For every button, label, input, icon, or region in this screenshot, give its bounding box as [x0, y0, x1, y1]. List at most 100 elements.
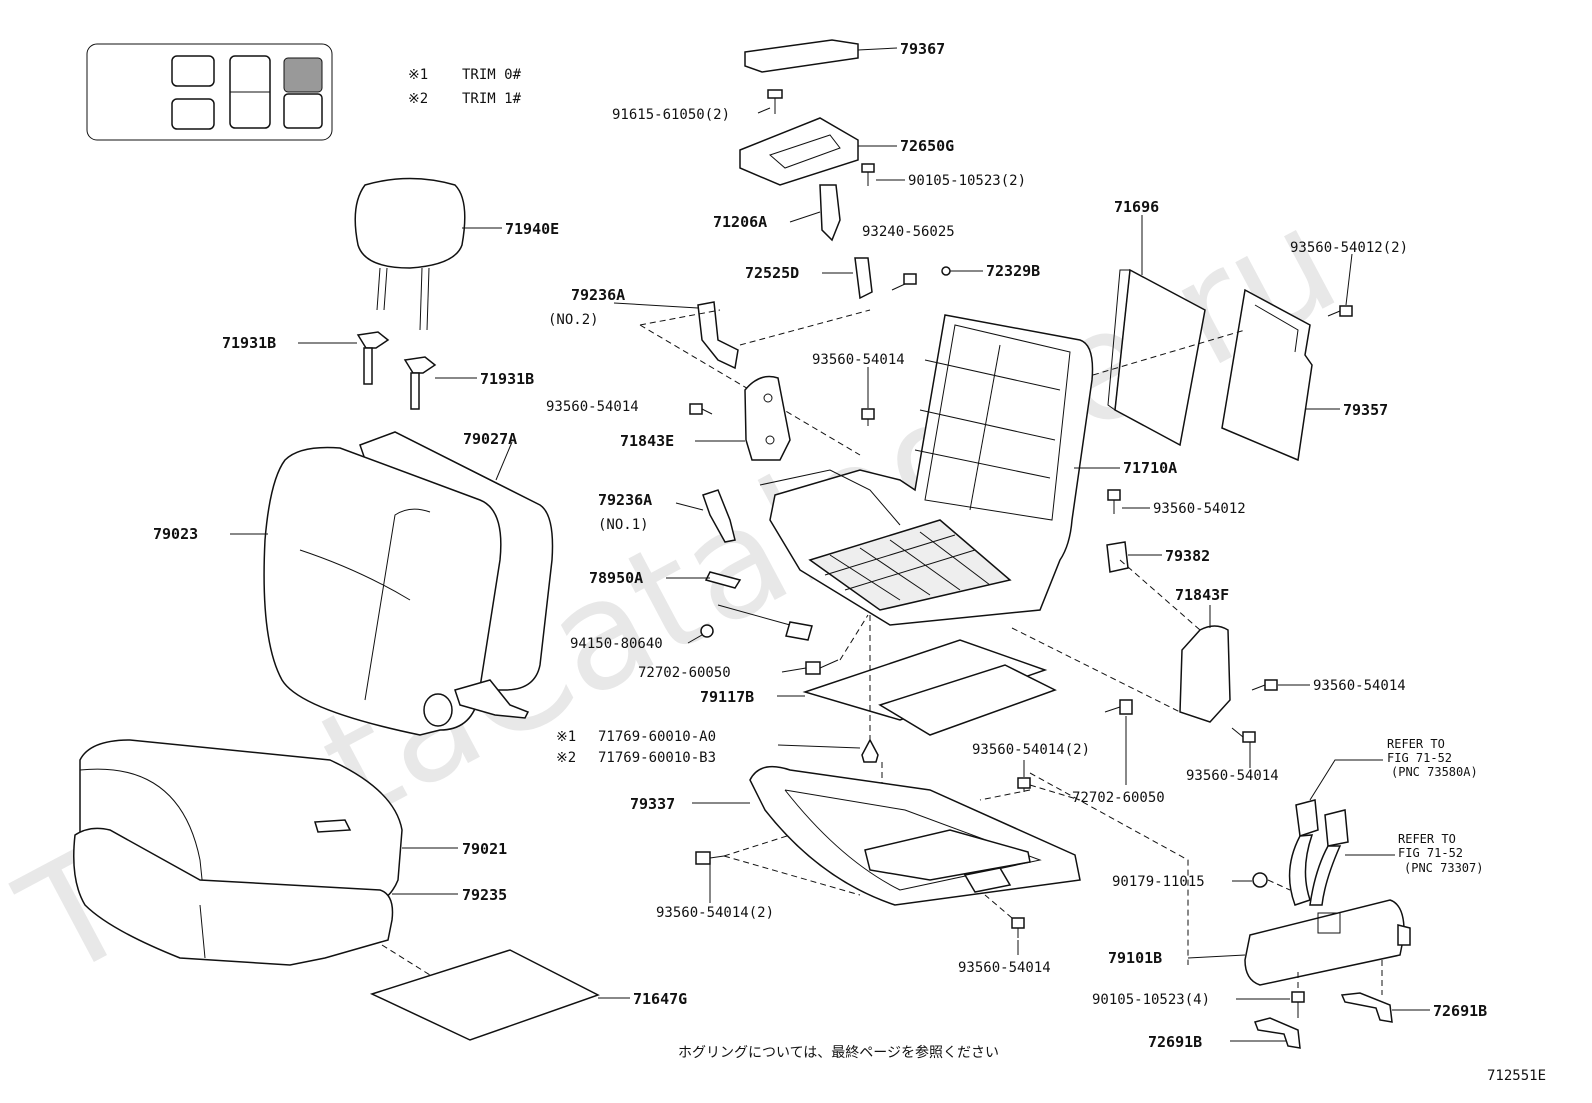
label-72691B-a: 72691B — [1433, 1002, 1487, 1020]
label-93560-54014-2-b: 93560-54014(2) — [656, 905, 774, 921]
refer1-line3: (PNC 73580A) — [1391, 765, 1478, 779]
label-79382: 79382 — [1165, 547, 1210, 565]
screw-93560-54014-b — [861, 408, 875, 426]
bolt-90105-b — [1291, 991, 1305, 1012]
label-72329B: 72329B — [986, 262, 1040, 280]
refer2-line1: REFER TO — [1398, 832, 1456, 846]
screw-93560-54012-2 — [1327, 305, 1353, 317]
hinge-71206A — [819, 184, 841, 242]
screw-93560-54014-d — [1231, 727, 1256, 743]
screw-93560-54014-2b — [695, 851, 725, 865]
headrest-support-71931B-b — [403, 356, 437, 410]
lever-72525D — [854, 257, 873, 300]
headrest-71940E — [354, 177, 466, 331]
legend-note1-text: TRIM 0# — [462, 67, 522, 83]
label-71940E: 71940E — [505, 220, 559, 238]
refer2-line2: FIG 71-52 — [1398, 846, 1463, 860]
screw-93560-54014-e — [1011, 917, 1025, 938]
label-93560-54014-c: 93560-54014 — [1313, 678, 1406, 694]
label-93560-54012-2: 93560-54012(2) — [1290, 240, 1408, 256]
label-no2: (NO.2) — [548, 312, 599, 328]
label-79236A-no1: 79236A — [598, 491, 652, 509]
console-bracket-72650G — [739, 117, 859, 186]
seat-frame-71710A — [759, 314, 1094, 626]
label-71769-60010-A0: 71769-60010-A0 — [598, 729, 716, 745]
label-71710A: 71710A — [1123, 459, 1177, 477]
label-90105-10523-4: 90105-10523(4) — [1092, 992, 1210, 1008]
refer1-line2: FIG 71-52 — [1387, 751, 1452, 765]
headrest-support-71931B-a — [356, 331, 390, 385]
label-93240-56025: 93240-56025 — [862, 224, 955, 240]
mark-1: ※1 — [556, 729, 576, 745]
label-72702-60050-b: 72702-60050 — [1072, 790, 1165, 806]
bolt-72702-b — [1104, 699, 1133, 715]
hinge-cover-71843F — [1179, 625, 1231, 723]
label-71843F: 71843F — [1175, 586, 1229, 604]
screw-93560-54014-2a — [1017, 777, 1031, 792]
label-90179-11015: 90179-11015 — [1112, 874, 1205, 890]
label-71931B-a: 71931B — [222, 334, 276, 352]
armrest-cover-part — [744, 39, 859, 73]
label-no1: (NO.1) — [598, 517, 649, 533]
bracket-72691B-b — [1254, 1017, 1301, 1049]
label-79235: 79235 — [462, 886, 507, 904]
grommet-71769 — [861, 738, 879, 763]
figure-code: 712551E — [1487, 1068, 1546, 1084]
label-90105-10523-2: 90105-10523(2) — [908, 173, 1026, 189]
label-71696: 71696 — [1114, 198, 1159, 216]
legend-note2-mark: ※2 — [408, 91, 428, 107]
screw-93560-54014-c — [1251, 679, 1278, 691]
seat-cushion-pad-79235 — [73, 827, 394, 966]
hinge-cover-79236A-no2 — [697, 301, 739, 370]
label-72650G: 72650G — [900, 137, 954, 155]
bolt-93240 — [891, 273, 917, 291]
bolt-90105-a — [861, 163, 875, 186]
label-93560-54014-d: 93560-54014 — [1186, 768, 1279, 784]
seatbelt-buckle — [1288, 759, 1395, 906]
bushing-79382 — [1106, 541, 1129, 573]
label-79357: 79357 — [1343, 401, 1388, 419]
label-71843E: 71843E — [620, 432, 674, 450]
under-cover-79337 — [749, 765, 1081, 906]
label-94150-80640: 94150-80640 — [570, 636, 663, 652]
label-79027A: 79027A — [463, 430, 517, 448]
legend-note2-text: TRIM 1# — [462, 91, 522, 107]
clip-72329B — [941, 266, 951, 276]
label-93560-54014-a: 93560-54014 — [546, 399, 639, 415]
pad-71647G — [369, 949, 600, 1041]
label-71647G: 71647G — [633, 990, 687, 1008]
label-79367: 79367 — [900, 40, 945, 58]
label-79236A-no2: 79236A — [571, 286, 625, 304]
hog-ring-note: ホグリングについては、最終ページを参照ください — [678, 1044, 999, 1061]
label-72691B-b: 72691B — [1148, 1033, 1202, 1051]
label-79337: 79337 — [630, 795, 675, 813]
screw-93560-54012 — [1107, 489, 1121, 514]
bolt-91615 — [767, 89, 783, 114]
label-93560-54012: 93560-54012 — [1153, 501, 1246, 517]
label-78950A: 78950A — [589, 569, 643, 587]
label-79117B: 79117B — [700, 688, 754, 706]
label-93560-54014-b: 93560-54014 — [812, 352, 905, 368]
lock-cable-78950A — [704, 571, 813, 641]
label-71769-60010-B3: 71769-60010-B3 — [598, 750, 716, 766]
label-72702-60050-a: 72702-60050 — [638, 665, 731, 681]
bracket-72691B-a — [1340, 992, 1393, 1023]
seatback-board-71696 — [1107, 268, 1206, 447]
label-91615-61050: 91615-61050(2) — [612, 107, 730, 123]
refer2-line3: (PNC 73307) — [1404, 861, 1483, 875]
nut-94150 — [700, 624, 714, 638]
legend-note1-mark: ※1 — [408, 67, 428, 83]
label-71931B-b: 71931B — [480, 370, 534, 388]
seatback-cover-79357 — [1221, 288, 1313, 462]
screw-93560-54014-a — [689, 403, 713, 415]
hinge-bracket-71843E — [744, 375, 791, 461]
seatback-cover-79023 — [263, 446, 530, 736]
bolt-72702-a — [805, 659, 839, 675]
nut-90179 — [1252, 872, 1268, 888]
seat-position-legend — [86, 43, 333, 141]
pad-79117B — [802, 639, 1057, 736]
refer1-line1: REFER TO — [1387, 737, 1445, 751]
label-71206A: 71206A — [713, 213, 767, 231]
